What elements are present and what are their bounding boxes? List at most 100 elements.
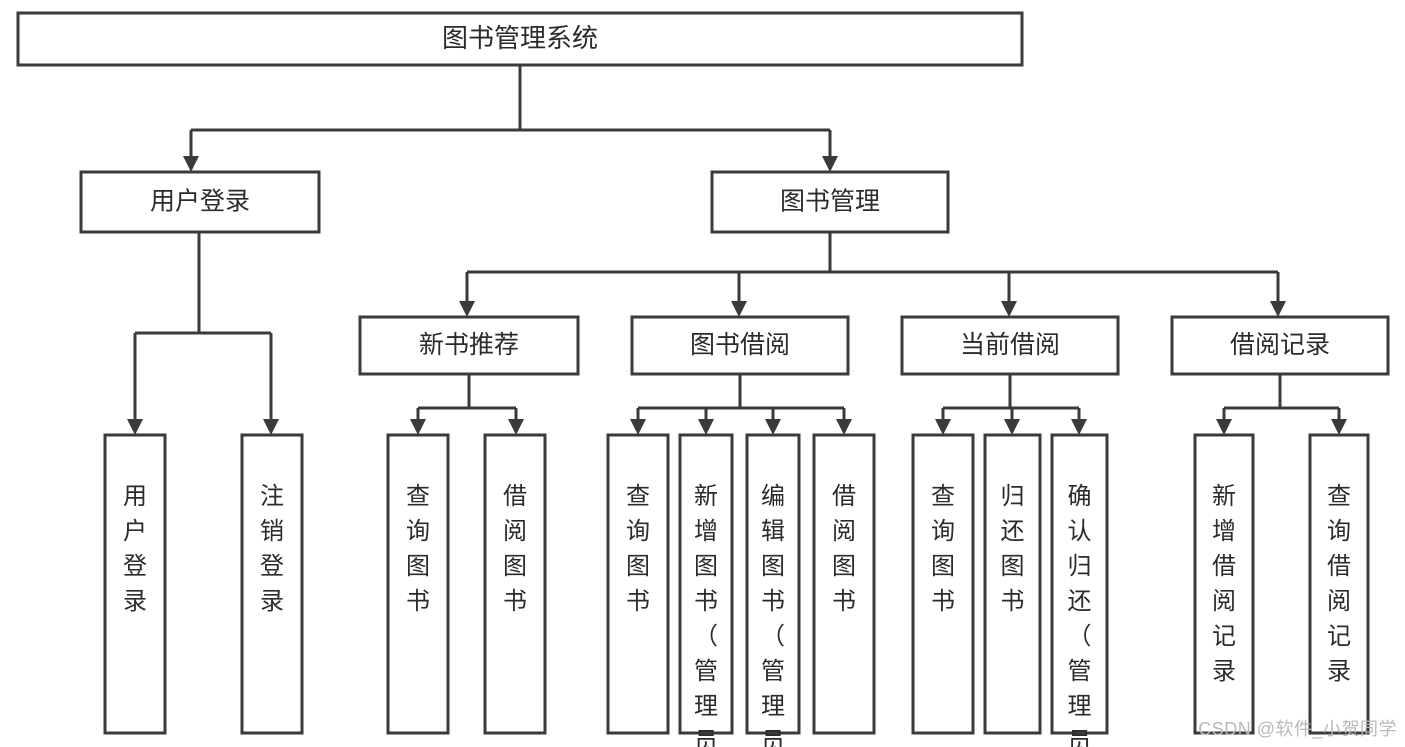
- node-label-leaf-confirm-return-admin: 认: [1068, 518, 1092, 545]
- node-label-leaf-edit-book-admin: 员: [761, 728, 785, 747]
- arrow-head-icon: [630, 419, 646, 435]
- nodes-layer: 图书管理系统用户登录图书管理新书推荐图书借阅当前借阅借阅记录用户登录注销登录查询…: [16, 11, 1390, 747]
- node-label-leaf-edit-book-admin: 理: [761, 693, 785, 720]
- node-label-leaf-query-book-current: 查: [931, 483, 955, 510]
- arrow-head-icon: [1004, 419, 1020, 435]
- arrow-head-icon: [1331, 419, 1347, 435]
- node-label-borrow-record: 借阅记录: [1230, 331, 1330, 359]
- node-box-current-borrow: [900, 315, 1120, 376]
- node-book-management[interactable]: 图书管理: [710, 170, 950, 234]
- node-box-book-borrow: [630, 315, 850, 376]
- node-label-leaf-add-book-admin: 理: [694, 693, 718, 720]
- node-label-leaf-query-book-borrow: 询: [626, 518, 650, 545]
- node-label-leaf-add-book-admin: 员: [694, 728, 718, 747]
- arrow-head-icon: [822, 156, 838, 172]
- node-box-leaf-return-book: [983, 433, 1042, 735]
- node-label-leaf-confirm-return-admin: 理: [1068, 693, 1092, 720]
- node-label-leaf-confirm-return-admin: （: [1068, 623, 1092, 650]
- node-label-leaf-logout: 注: [260, 483, 284, 510]
- node-box-leaf-edit-book-admin: [745, 433, 801, 735]
- node-label-leaf-add-borrow-record: 借: [1212, 553, 1236, 580]
- node-borrow-record[interactable]: 借阅记录: [1170, 315, 1390, 376]
- node-box-leaf-borrow-book-recommend: [483, 433, 547, 735]
- arrow-head-icon: [508, 419, 524, 435]
- connectors-layer: [127, 65, 1347, 435]
- arrow-head-icon: [1001, 301, 1017, 317]
- arrow-head-icon: [1216, 419, 1232, 435]
- node-box-leaf-user-login: [103, 433, 167, 735]
- node-label-current-borrow: 当前借阅: [960, 331, 1060, 359]
- node-label-leaf-borrow-book: 书: [832, 588, 856, 615]
- node-label-leaf-add-book-admin: 图: [694, 553, 718, 580]
- arrow-head-icon: [836, 419, 852, 435]
- node-book-borrow[interactable]: 图书借阅: [630, 315, 850, 376]
- node-box-user-login: [79, 170, 321, 234]
- node-label-leaf-query-book-borrow: 书: [626, 588, 650, 615]
- node-box-leaf-query-borrow-record: [1308, 433, 1370, 735]
- node-label-leaf-query-borrow-record: 记: [1327, 623, 1351, 650]
- node-leaf-user-login[interactable]: 用户登录: [103, 433, 167, 735]
- node-label-leaf-add-borrow-record: 阅: [1212, 588, 1236, 615]
- node-label-leaf-edit-book-admin: 编: [761, 483, 785, 510]
- node-label-leaf-confirm-return-admin: 归: [1068, 553, 1092, 580]
- node-label-leaf-query-book-current: 询: [931, 518, 955, 545]
- node-label-new-book-recommend: 新书推荐: [419, 331, 519, 359]
- node-box-borrow-record: [1170, 315, 1390, 376]
- node-label-leaf-add-borrow-record: 增: [1212, 518, 1236, 545]
- node-label-leaf-return-book: 图: [1001, 553, 1025, 580]
- arrow-head-icon: [183, 156, 199, 172]
- node-label-leaf-borrow-book: 图: [832, 553, 856, 580]
- arrow-head-icon: [935, 419, 951, 435]
- arrow-head-icon: [765, 419, 781, 435]
- node-current-borrow[interactable]: 当前借阅: [900, 315, 1120, 376]
- node-box-leaf-add-book-admin: [678, 433, 734, 735]
- node-label-leaf-query-borrow-record: 询: [1327, 518, 1351, 545]
- node-label-leaf-add-borrow-record: 新: [1212, 483, 1236, 510]
- node-user-login[interactable]: 用户登录: [79, 170, 321, 234]
- node-label-leaf-borrow-book-recommend: 图: [503, 553, 527, 580]
- arrow-head-icon: [410, 419, 426, 435]
- node-box-leaf-query-book-borrow: [606, 433, 670, 735]
- node-label-leaf-edit-book-admin: 辑: [761, 518, 785, 545]
- node-label-leaf-query-book-recommend: 查: [406, 483, 430, 510]
- arrow-head-icon: [698, 419, 714, 435]
- node-label-leaf-logout: 销: [260, 518, 284, 545]
- node-box-leaf-borrow-book: [812, 433, 876, 735]
- node-label-leaf-add-book-admin: 增: [694, 518, 718, 545]
- arrow-head-icon: [731, 301, 747, 317]
- node-box-leaf-query-book-current: [911, 433, 975, 735]
- node-label-leaf-query-book-current: 书: [931, 588, 955, 615]
- node-label-leaf-return-book: 书: [1001, 588, 1025, 615]
- node-box-root: [16, 11, 1024, 67]
- node-label-leaf-add-book-admin: 管: [694, 658, 718, 685]
- node-label-leaf-add-borrow-record: 记: [1212, 623, 1236, 650]
- node-label-leaf-edit-book-admin: 书: [761, 588, 785, 615]
- node-label-leaf-borrow-book: 借: [832, 483, 856, 510]
- node-new-book-recommend[interactable]: 新书推荐: [358, 315, 580, 376]
- node-label-leaf-query-book-recommend: 询: [406, 518, 430, 545]
- node-label-leaf-query-book-borrow: 查: [626, 483, 650, 510]
- node-label-leaf-user-login: 登: [123, 553, 147, 580]
- node-box-leaf-confirm-return-admin: [1050, 433, 1109, 735]
- node-label-leaf-confirm-return-admin: 员: [1068, 728, 1092, 747]
- node-label-leaf-edit-book-admin: 管: [761, 658, 785, 685]
- node-label-leaf-query-book-recommend: 书: [406, 588, 430, 615]
- node-label-leaf-confirm-return-admin: 管: [1068, 658, 1092, 685]
- node-root[interactable]: 图书管理系统: [16, 11, 1024, 67]
- arrow-head-icon: [263, 419, 279, 435]
- node-label-leaf-borrow-book-recommend: 书: [503, 588, 527, 615]
